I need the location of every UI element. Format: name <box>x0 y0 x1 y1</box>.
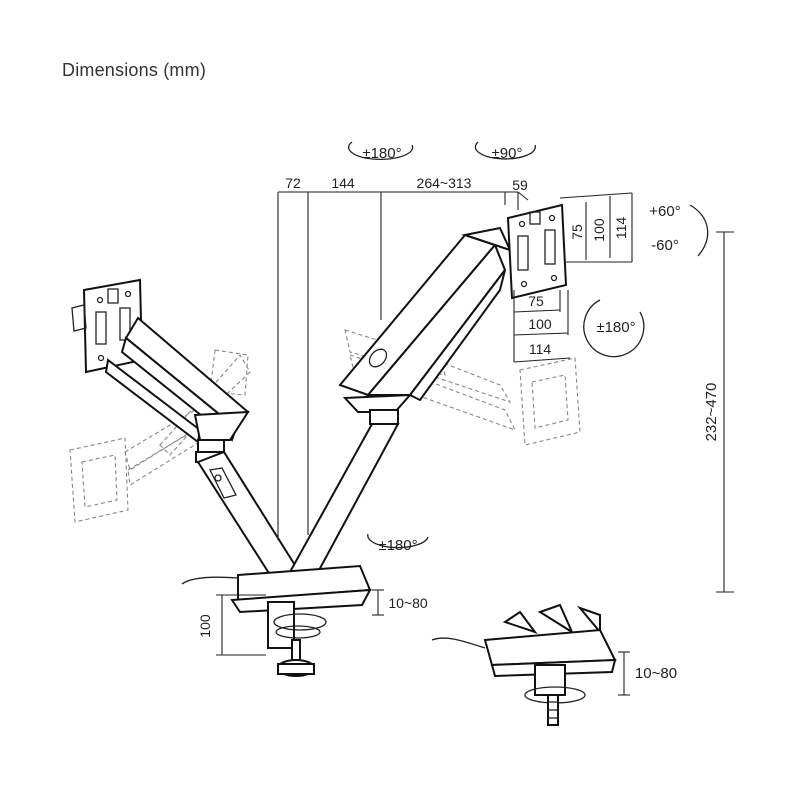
dim-72-label: 72 <box>285 175 301 191</box>
clamp-dimensions <box>216 589 630 696</box>
vesa-h114-label: 114 <box>529 341 552 357</box>
height-range-label: 232~470 <box>703 383 720 442</box>
screen-rotation-label: ±180° <box>596 319 635 336</box>
dim-144-label: 144 <box>331 175 355 191</box>
tilt-down-label: -60° <box>651 237 679 254</box>
vesa-dimensions <box>513 192 633 363</box>
clamp-range-label: 10~80 <box>388 595 428 611</box>
base-rotation-label: ±180° <box>378 537 417 554</box>
rotation-arrow-icon <box>367 533 429 549</box>
vesa-h75-label: 75 <box>528 293 544 309</box>
base-clamp <box>181 564 372 677</box>
clamp-height-label: 100 <box>197 614 213 638</box>
grommet-range-label: 10~80 <box>635 665 677 682</box>
tilt-up-label: +60° <box>649 203 680 220</box>
rotation-arrow-icon <box>689 204 709 257</box>
diagram-title: Dimensions (mm) <box>62 60 207 80</box>
top-dimensions <box>277 191 529 540</box>
vesa-v100-label: 100 <box>591 218 607 242</box>
left-arm <box>71 278 300 580</box>
dim-59-label: 59 <box>512 177 528 193</box>
grommet-base <box>431 603 617 726</box>
vesa-v114-label: 114 <box>613 217 629 240</box>
right-arm <box>288 203 568 573</box>
vesa-v75-label: 75 <box>569 224 585 240</box>
rotation-arrow-icon <box>474 141 537 160</box>
dim-264-313-label: 264~313 <box>417 175 472 191</box>
rotation-arrow-icon <box>583 299 645 358</box>
arm-rotation-label: ±180° <box>362 145 401 162</box>
rotation-arrow-icon <box>347 141 414 161</box>
head-rotation-label: ±90° <box>492 145 523 162</box>
height-dimension <box>716 231 734 593</box>
vesa-h100-label: 100 <box>528 316 552 332</box>
